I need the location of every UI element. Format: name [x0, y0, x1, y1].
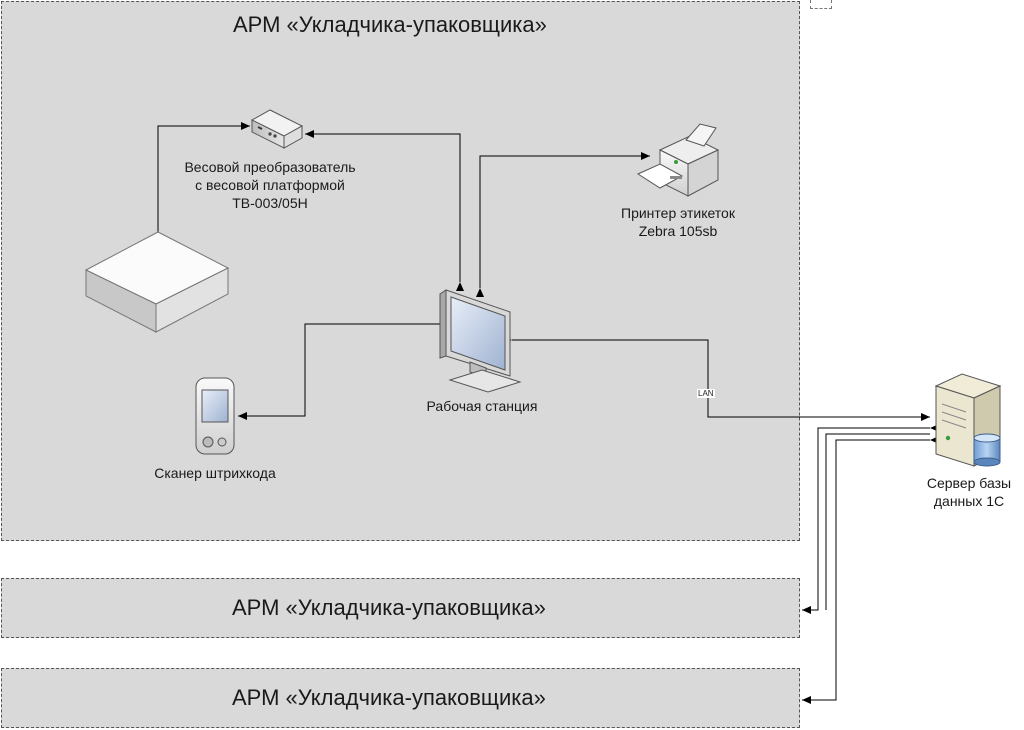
- printer-label-line1: Принтер этикеток: [621, 205, 735, 221]
- corner-marker: [810, 0, 832, 9]
- monitor-icon: [439, 289, 522, 393]
- workstation-label: Рабочая станция: [426, 398, 538, 414]
- scale-converter-label-line2: с весовой платформой: [195, 177, 345, 193]
- connector-converter-workstation: [305, 130, 464, 291]
- connector-server-zone2: [802, 424, 939, 614]
- printer-label: Принтер этикеток Zebra 105sb: [598, 204, 758, 240]
- weighing-platform-icon: [84, 231, 230, 333]
- zone-second: [1, 578, 800, 638]
- zone-main-title: АРМ «Укладчика-упаковщика»: [233, 12, 547, 37]
- connector-lan-server: [503, 336, 930, 421]
- connector-printer-workstation: [476, 152, 650, 297]
- zone-third: [1, 668, 800, 728]
- server-label-line2: данных 1С: [933, 493, 1005, 509]
- scale-converter-label: Весовой преобразователь с весовой платфо…: [170, 158, 370, 212]
- database-icon: [973, 433, 1001, 467]
- printer-label-line2: Zebra 105sb: [638, 223, 718, 239]
- connector-server-zone3: [802, 436, 939, 704]
- server-label: Сервер базы данных 1С: [914, 474, 1024, 510]
- scanner-label: Сканер штрихкода: [154, 465, 276, 481]
- barcode-scanner-icon: [195, 377, 235, 455]
- printer-icon: [636, 123, 720, 197]
- connectors: [157, 122, 939, 704]
- scale-converter-label-line3: ТВ-003/05Н: [232, 195, 308, 211]
- lan-label: LAN: [697, 389, 715, 398]
- server-label-line1: Сервер базы: [926, 475, 1012, 491]
- scale-converter-label-line1: Весовой преобразователь: [184, 159, 356, 175]
- zone-third-title: АРМ «Укладчика-упаковщика»: [232, 685, 546, 710]
- connector-scanner-workstation: [238, 320, 450, 420]
- connector-platform-converter: [157, 122, 250, 236]
- scale-converter-icon: [250, 109, 304, 149]
- connector-server-zone2-b: [825, 433, 930, 610]
- zone-second-title: АРМ «Укладчика-упаковщика»: [232, 595, 546, 620]
